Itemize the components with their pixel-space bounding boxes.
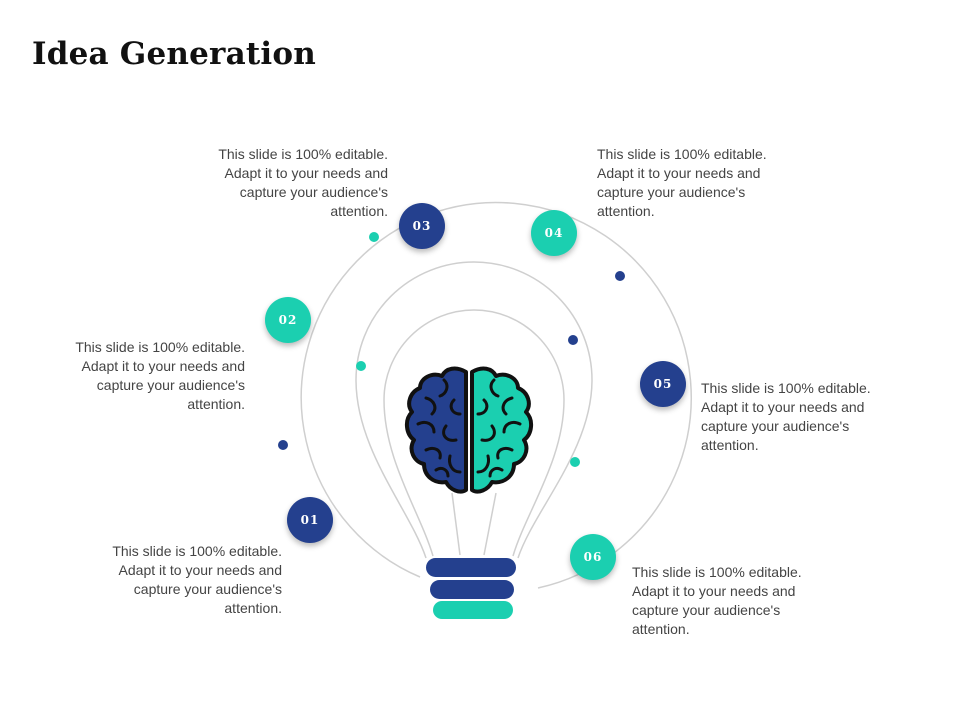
ring-dot <box>568 335 578 345</box>
ring-dot <box>278 440 288 450</box>
bulb-base-ring <box>430 580 514 599</box>
filament-right <box>483 492 497 556</box>
bulb-outline-outer <box>355 261 593 559</box>
slide-title: Idea Generation <box>32 36 316 72</box>
bulb-base-ring <box>426 558 516 577</box>
brain-left-hemisphere <box>405 366 468 494</box>
step-text-06: This slide is 100% editable. Adapt it to… <box>632 564 802 637</box>
bulb-base-cap <box>433 601 513 619</box>
step-badge-01: 01 <box>287 497 333 543</box>
outer-ring <box>300 201 692 589</box>
brain-icon <box>405 366 533 494</box>
ring-dot <box>615 271 625 281</box>
step-badge-06: 06 <box>570 534 616 580</box>
filament-left <box>451 492 461 556</box>
ring-dot <box>570 457 580 467</box>
step-text-04: This slide is 100% editable. Adapt it to… <box>597 146 767 219</box>
brain-right-hemisphere <box>470 366 533 494</box>
step-badge-02: 02 <box>265 297 311 343</box>
step-text-05: This slide is 100% editable. Adapt it to… <box>701 380 871 453</box>
step-badge-05: 05 <box>640 361 686 407</box>
step-badge-04: 04 <box>531 210 577 256</box>
ring-dot <box>369 232 379 242</box>
bulb-outline-inner <box>383 309 565 557</box>
ring-dot <box>356 361 366 371</box>
step-text-03: This slide is 100% editable. Adapt it to… <box>218 146 388 219</box>
step-text-02: This slide is 100% editable. Adapt it to… <box>75 339 245 412</box>
step-badge-03: 03 <box>399 203 445 249</box>
step-text-01: This slide is 100% editable. Adapt it to… <box>112 543 282 616</box>
